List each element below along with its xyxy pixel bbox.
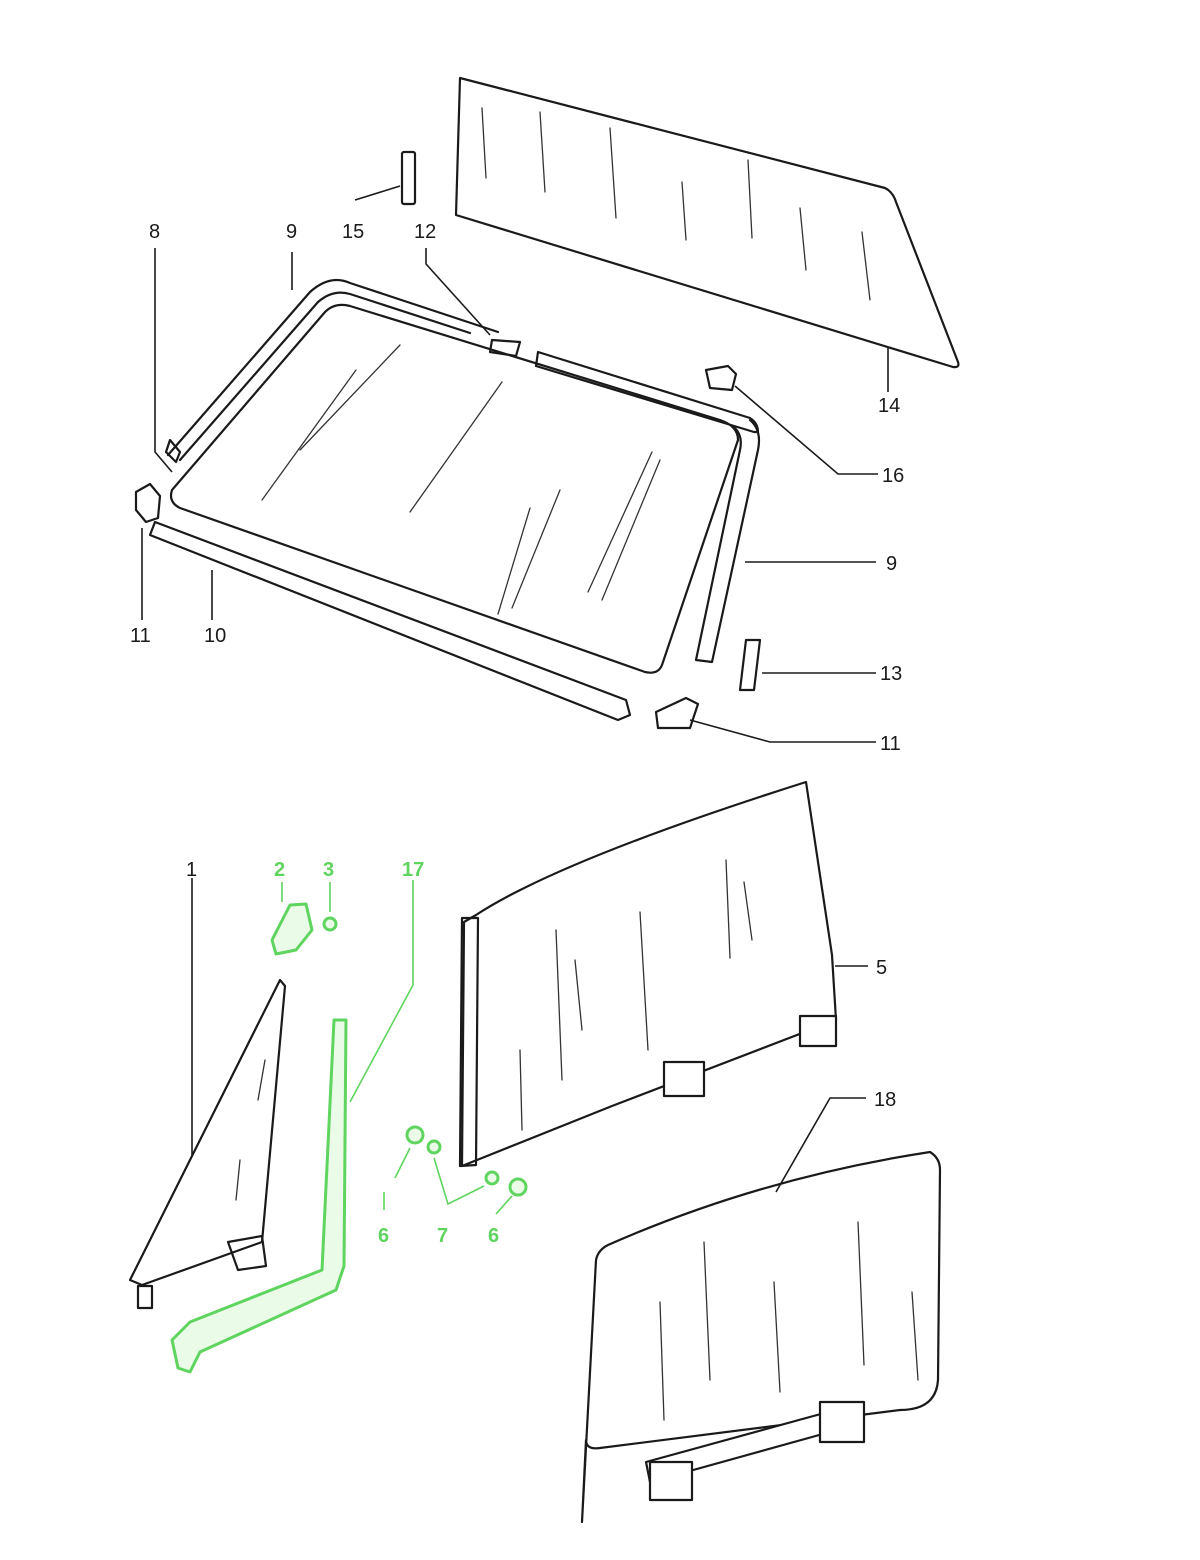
part-2-bracket[interactable] <box>270 902 314 956</box>
part-7-washer[interactable] <box>484 1170 500 1186</box>
callout-9: 9 <box>886 553 897 575</box>
callout-15: 15 <box>342 221 364 243</box>
part-16-clip[interactable] <box>704 364 738 392</box>
callout-9: 9 <box>286 221 297 243</box>
callout-11: 11 <box>130 625 151 647</box>
part-14-rear-glass[interactable] <box>454 76 960 369</box>
callout-11: 11 <box>880 733 901 755</box>
callout-7: 7 <box>437 1225 448 1247</box>
callout-17: 17 <box>402 859 424 881</box>
callout-12: 12 <box>414 221 436 243</box>
part-15-strip[interactable] <box>400 150 417 206</box>
callout-3: 3 <box>323 859 334 881</box>
part-6-grommet[interactable] <box>405 1125 425 1145</box>
part-1-vent-window[interactable] <box>128 978 287 1310</box>
callout-16: 16 <box>882 465 904 487</box>
part-7-washer[interactable] <box>426 1139 442 1155</box>
part-5-door-glass[interactable] <box>458 780 838 1168</box>
callout-18: 18 <box>874 1089 896 1111</box>
part-6-grommet[interactable] <box>508 1177 528 1197</box>
part-17-weatherstrip[interactable] <box>170 1018 348 1374</box>
callout-2: 2 <box>274 859 285 881</box>
callout-labels: 8 9 15 12 14 16 9 11 10 13 11 1 5 18 <box>130 221 904 1111</box>
part-18-door-glass[interactable] <box>580 1150 942 1524</box>
highlight-callout-labels: 2 3 17 6 7 6 <box>274 859 499 1247</box>
callout-5: 5 <box>876 957 887 979</box>
callout-6: 6 <box>378 1225 389 1247</box>
windshield-assembly[interactable] <box>134 278 762 730</box>
callout-8: 8 <box>149 221 160 243</box>
callout-1: 1 <box>186 859 197 881</box>
callout-10: 10 <box>204 625 226 647</box>
part-3-screw[interactable] <box>322 916 338 932</box>
highlight-leader-lines <box>281 880 513 1215</box>
callout-14: 14 <box>878 395 900 417</box>
callout-6: 6 <box>488 1225 499 1247</box>
leader-lines <box>141 185 889 1193</box>
callout-13: 13 <box>880 663 902 685</box>
